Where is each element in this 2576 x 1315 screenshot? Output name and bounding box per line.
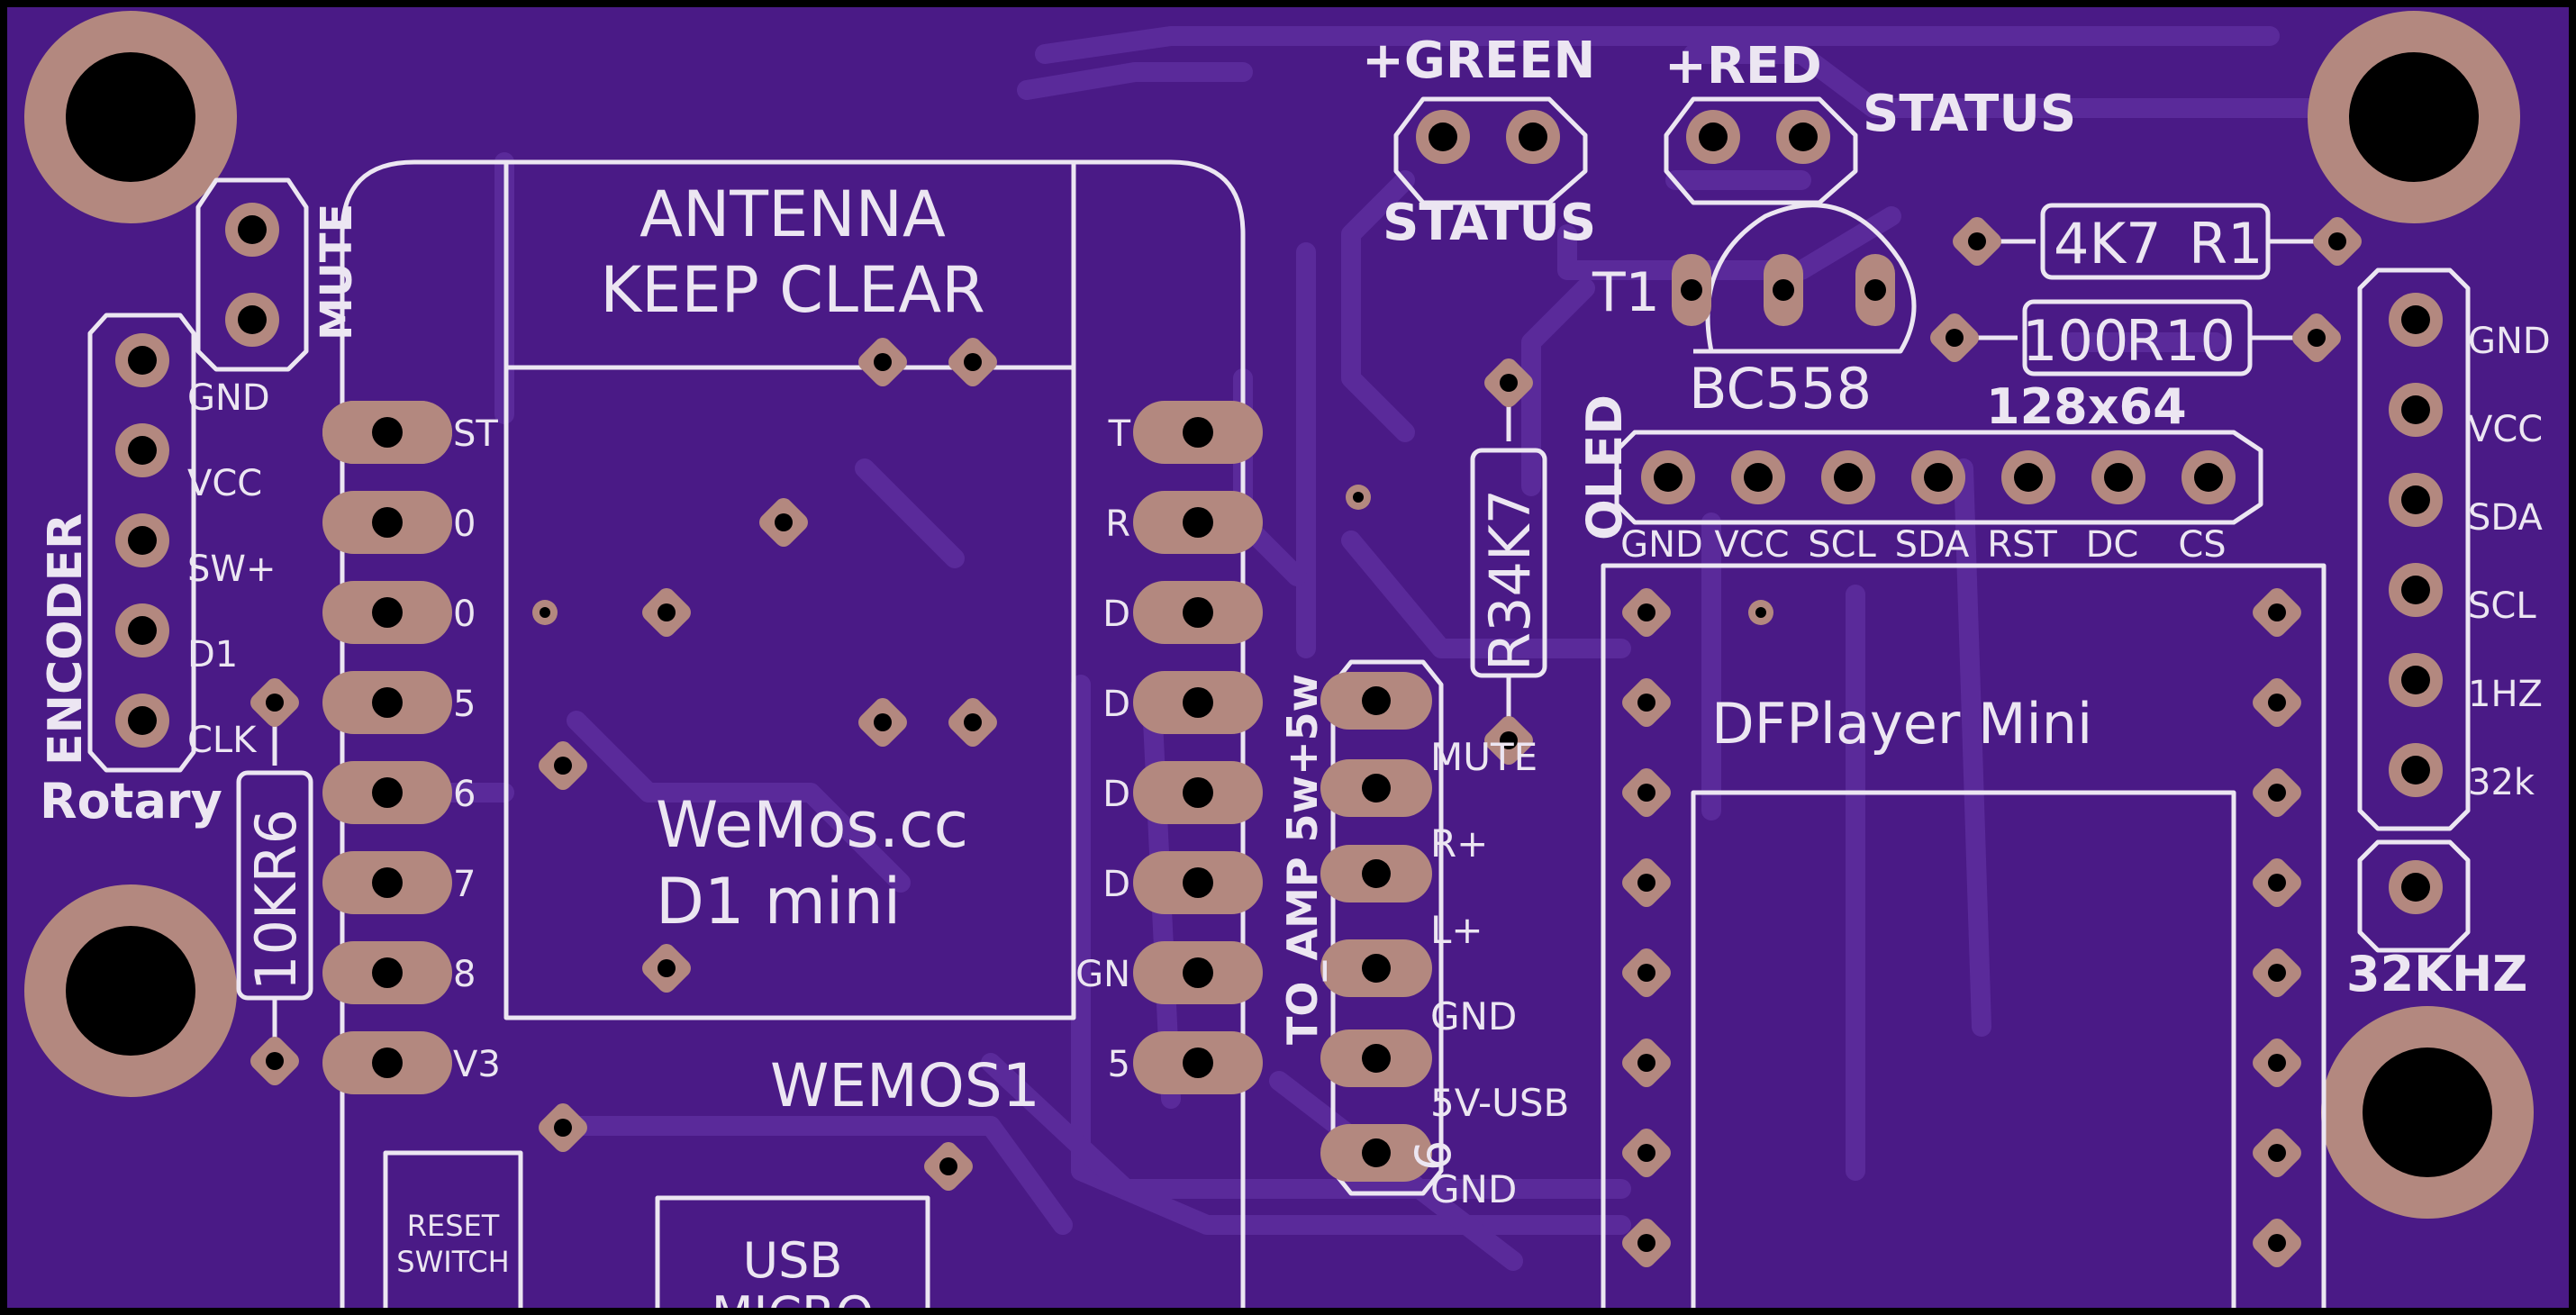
board-substrate — [5, 5, 2571, 1310]
amp-pin-number: 6 — [1405, 1140, 1462, 1171]
amp-pin-label-0: MUTE — [1430, 735, 1537, 779]
dfplayer-label: DFPlayer Mini — [1711, 691, 2092, 757]
mounting-hole-bottom-right — [2321, 1006, 2534, 1219]
amp-header-label: TO_AMP 5w+5w — [1278, 674, 1327, 1045]
rtc-pin-label-3: SCL — [2468, 585, 2536, 627]
mounting-hole-top-right — [2308, 11, 2520, 223]
wemos-left-label-6: 8 — [453, 954, 476, 995]
r3-label: R34K7 — [1477, 489, 1543, 671]
wemos-right-label-4: D — [1102, 774, 1130, 815]
oled-pin-label-3: SDA — [1895, 524, 1970, 566]
rtc-pin-label-1: VCC — [2468, 409, 2543, 450]
wemos-right-pin-labels: T R D D D D GN 5 — [1075, 413, 1130, 1085]
green-led-label: +GREEN — [1362, 32, 1595, 90]
wemos-left-label-1: 0 — [453, 503, 476, 545]
amp-pin-label-4: 5V-USB — [1430, 1081, 1569, 1125]
wemos-left-label-2: 0 — [453, 594, 476, 635]
amp-pads — [1320, 672, 1432, 1182]
silkscreen-outlines — [87, 96, 2471, 1315]
wemos-right-label-2: D — [1102, 594, 1130, 635]
t1-ref: T1 — [1592, 261, 1660, 324]
r10-ref: R10 — [2126, 308, 2236, 374]
wemos-right-label-3: D — [1102, 684, 1130, 725]
antenna-line-1: ANTENNA — [639, 177, 946, 251]
encoder-pin-label-1: VCC — [187, 463, 262, 504]
r1-ref: R1 — [2189, 211, 2263, 277]
wemos-left-label-5: 7 — [453, 864, 476, 905]
wemos-right-label-0: T — [1108, 413, 1131, 455]
vias — [532, 485, 1773, 625]
encoder-pin-label-3: D1 — [187, 634, 238, 676]
t1-part: BC558 — [1689, 356, 1872, 422]
silkscreen-text: +GREEN STATUS +RED STATUS 4K7 R1 100 R10… — [39, 32, 2527, 1315]
usb-label-1: USB — [743, 1232, 843, 1289]
wemos-right-label-1: R — [1105, 503, 1130, 545]
rotary-label: Rotary — [40, 773, 222, 830]
wemos-pads — [322, 401, 1263, 1094]
oled-pin-label-5: DC — [2086, 524, 2139, 566]
amp-pin-label-3: GND — [1430, 994, 1517, 1038]
wemos-left-label-3: 5 — [453, 684, 476, 725]
mounting-hole-top-left — [24, 11, 237, 223]
encoder-pin-label-0: GND — [187, 377, 270, 419]
antenna-line-2: KEEP CLEAR — [600, 253, 984, 327]
mounting-hole-bottom-left — [24, 884, 237, 1097]
wemos-right-label-6: GN — [1075, 954, 1130, 995]
wemos-ref: WEMOS1 — [770, 1051, 1040, 1120]
wemos-left-label-0: ST — [453, 413, 498, 455]
encoder-label: ENCODER — [39, 513, 93, 766]
red-status-label: STATUS — [1863, 85, 2076, 143]
rtc-pin-label-5: 32k — [2468, 762, 2535, 803]
oled-pin-label-0: GND — [1620, 524, 1703, 566]
amp-pin-labels: MUTE R+ L+ GND 5V-USB GND — [1430, 735, 1569, 1211]
encoder-pin-label-2: SW+ — [187, 549, 276, 590]
green-status-label: STATUS — [1383, 194, 1596, 252]
amp-pin-label-5: GND — [1430, 1167, 1517, 1211]
reset-label-1: RESET — [407, 1209, 500, 1243]
oled-pin-label-1: VCC — [1714, 524, 1789, 566]
oled-pin-labels: GND VCC SCL SDA RST DC CS — [1620, 524, 2227, 566]
r10-value: 100 — [2022, 308, 2128, 374]
rtc-pin-label-4: 1HZ — [2468, 674, 2543, 715]
red-led-label: +RED — [1664, 37, 1822, 95]
r1-value: 4K7 — [2054, 211, 2162, 277]
oled-pin-label-6: CS — [2178, 524, 2226, 566]
wemos-right-label-5: D — [1102, 864, 1130, 905]
mute-label: MUTE — [312, 204, 362, 340]
encoder-pin-label-4: CLK — [187, 720, 258, 761]
mounting-holes — [24, 11, 2534, 1219]
r6-label: 10KR6 — [243, 809, 309, 991]
oled-label: OLED — [1576, 394, 1633, 540]
wemos-brand: WeMos.cc — [656, 788, 968, 862]
wemos-left-label-4: 6 — [453, 774, 476, 815]
amp-pin-label-2: L+ — [1430, 908, 1483, 952]
oled-pin-label-2: SCL — [1808, 524, 1876, 566]
oled-pin-label-4: RST — [1987, 524, 2057, 566]
transistor-pads — [1672, 254, 1895, 326]
oled-resolution: 128x64 — [1986, 378, 2187, 435]
rtc-pin-labels: GND VCC SDA SCL 1HZ 32k — [2468, 321, 2551, 803]
wemos-left-pin-labels: ST 0 0 5 6 7 8V3 — [453, 413, 501, 1085]
wemos-model: D1 mini — [656, 865, 901, 939]
reset-label-2: SWITCH — [396, 1245, 509, 1279]
rtc-pin-label-0: GND — [2468, 321, 2551, 362]
khz-label: 32KHZ — [2346, 946, 2527, 1002]
wemos-left-label-7: V3 — [453, 1044, 501, 1085]
wemos-right-label-7: 5 — [1108, 1044, 1130, 1085]
amp-pin-label-1: R+ — [1430, 821, 1488, 866]
rtc-pin-label-2: SDA — [2468, 497, 2543, 539]
small-pads — [250, 217, 2362, 1267]
